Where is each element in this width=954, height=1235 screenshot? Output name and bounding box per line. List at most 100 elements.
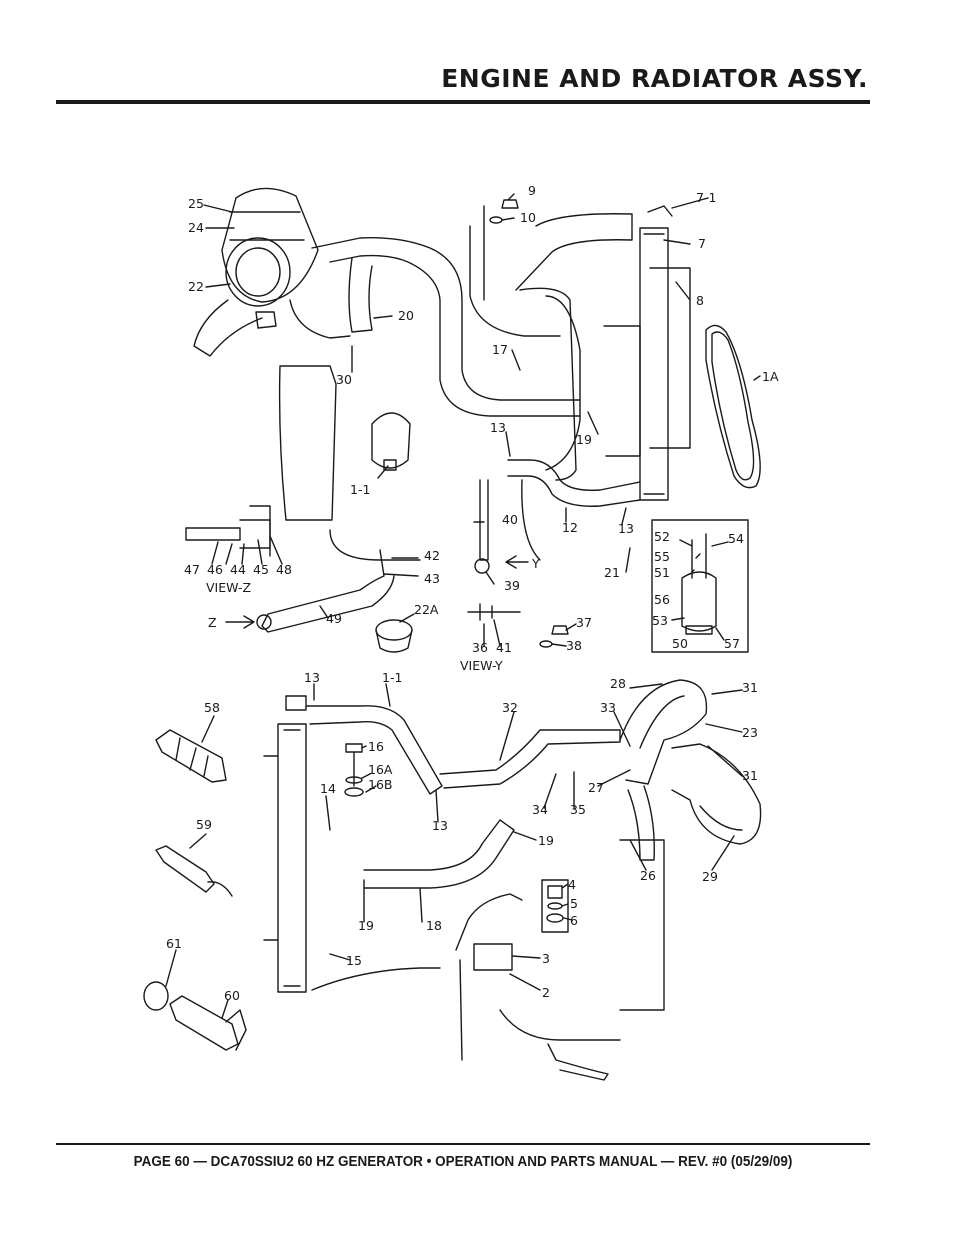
part-label: 50 bbox=[672, 636, 688, 651]
part-label: 38 bbox=[566, 638, 582, 653]
part-label: 12 bbox=[562, 520, 578, 535]
sensor-59-drawing bbox=[155, 845, 233, 897]
sensor-60-drawing bbox=[143, 981, 247, 1051]
part-label: 30 bbox=[336, 372, 352, 387]
view-z-drawing bbox=[185, 505, 395, 633]
part-label: 42 bbox=[424, 548, 440, 563]
part-label: 18 bbox=[426, 918, 442, 933]
part-label: 7-1 bbox=[696, 190, 716, 205]
part-label: 26 bbox=[640, 868, 656, 883]
part-label: 4 bbox=[568, 877, 576, 892]
part-label: 27 bbox=[588, 780, 604, 795]
part-label: 13 bbox=[304, 670, 320, 685]
part-label: 19 bbox=[358, 918, 374, 933]
part-label: 2 bbox=[542, 985, 550, 1000]
view-label: VIEW-Z bbox=[206, 580, 251, 595]
part-label: 16B bbox=[368, 777, 392, 792]
part-label: 58 bbox=[204, 700, 220, 715]
part-label: 53 bbox=[652, 613, 668, 628]
part-label: 31 bbox=[742, 680, 758, 695]
part-label: 1A bbox=[762, 369, 779, 384]
part-label: 15 bbox=[346, 953, 362, 968]
part-label: 14 bbox=[320, 781, 336, 796]
fan-belt-drawing bbox=[705, 324, 761, 489]
part-label: 25 bbox=[188, 196, 204, 211]
rod-40-drawing bbox=[479, 479, 489, 561]
part-label: 19 bbox=[538, 833, 554, 848]
part-label: 61 bbox=[166, 936, 182, 951]
part-label: 37 bbox=[576, 615, 592, 630]
part-label: 60 bbox=[224, 988, 240, 1003]
part-label: 1-1 bbox=[350, 482, 370, 497]
part-label: 52 bbox=[654, 529, 670, 544]
part-label: 24 bbox=[188, 220, 204, 235]
reservoir-drawing bbox=[371, 412, 411, 471]
part-label: 54 bbox=[728, 531, 744, 546]
view-arrow-label: Y bbox=[531, 556, 540, 571]
page-title: ENGINE AND RADIATOR ASSY. bbox=[441, 64, 868, 93]
part-label: 49 bbox=[326, 611, 342, 626]
lower-hose-12-drawing bbox=[507, 459, 641, 507]
part-label: 1-1 bbox=[382, 670, 402, 685]
part-label: 43 bbox=[424, 571, 440, 586]
radiator-lower-drawing bbox=[263, 695, 443, 993]
part-label: 23 bbox=[742, 725, 758, 740]
part-label: 16A bbox=[368, 762, 393, 777]
part-label: 35 bbox=[570, 802, 586, 817]
sensor-58-drawing bbox=[155, 729, 227, 783]
part-label: 56 bbox=[654, 592, 670, 607]
part-label: 51 bbox=[654, 565, 670, 580]
engine-block-lower-drawing bbox=[455, 839, 665, 1081]
part-label: 28 bbox=[610, 676, 626, 691]
part-label: 31 bbox=[742, 768, 758, 783]
part-label: 13 bbox=[490, 420, 506, 435]
filter-inset-drawing bbox=[651, 519, 749, 653]
part-label: 41 bbox=[496, 640, 512, 655]
hose-18-drawing bbox=[363, 819, 515, 889]
hose-28-29-drawing bbox=[619, 679, 762, 861]
part-label: 44 bbox=[230, 562, 246, 577]
air-cleaner-drawing bbox=[193, 187, 351, 357]
part-label: 13 bbox=[432, 818, 448, 833]
part-label: 8 bbox=[696, 293, 704, 308]
part-label: 21 bbox=[604, 565, 620, 580]
pipe-32-drawing bbox=[439, 729, 621, 789]
part-label: 59 bbox=[196, 817, 212, 832]
part-label: 48 bbox=[276, 562, 292, 577]
engine-block-drawing bbox=[278, 205, 577, 561]
part-label: 34 bbox=[532, 802, 548, 817]
bolt-16-drawing bbox=[344, 743, 364, 797]
header-rule bbox=[56, 100, 870, 104]
footer-rule bbox=[56, 1143, 870, 1145]
part-label: 5 bbox=[570, 896, 578, 911]
part-label: 17 bbox=[492, 342, 508, 357]
part-label: 6 bbox=[570, 913, 578, 928]
part-label: 32 bbox=[502, 700, 518, 715]
upper-hose-20-drawing bbox=[311, 237, 581, 417]
part-label: 7 bbox=[698, 236, 706, 251]
part-label: 22A bbox=[414, 602, 439, 617]
part-label: 57 bbox=[724, 636, 740, 651]
radiator-upper-drawing bbox=[515, 205, 691, 501]
part-label: 39 bbox=[504, 578, 520, 593]
part-label: 9 bbox=[528, 183, 536, 198]
view-arrow-label: Z bbox=[208, 615, 217, 630]
strainer-22a-drawing bbox=[375, 619, 413, 653]
part-label: 29 bbox=[702, 869, 718, 884]
part-label: 45 bbox=[253, 562, 269, 577]
part-label: 46 bbox=[207, 562, 223, 577]
part-label: 22 bbox=[188, 279, 204, 294]
part-label: 3 bbox=[542, 951, 550, 966]
part-label: 20 bbox=[398, 308, 414, 323]
part-label: 40 bbox=[502, 512, 518, 527]
page-footer: PAGE 60 — DCA70SSIU2 60 HZ GENERATOR • O… bbox=[133, 1154, 793, 1170]
part-label: 19 bbox=[576, 432, 592, 447]
part-label: 33 bbox=[600, 700, 616, 715]
part-label: 16 bbox=[368, 739, 384, 754]
part-label: 47 bbox=[184, 562, 200, 577]
part-label: 55 bbox=[654, 549, 670, 564]
part-labels: 25 24 22 9 10 7-1 7 8 20 30 17 1A 19 13 … bbox=[166, 183, 779, 1003]
part-label: 13 bbox=[618, 521, 634, 536]
part-label: 10 bbox=[520, 210, 536, 225]
